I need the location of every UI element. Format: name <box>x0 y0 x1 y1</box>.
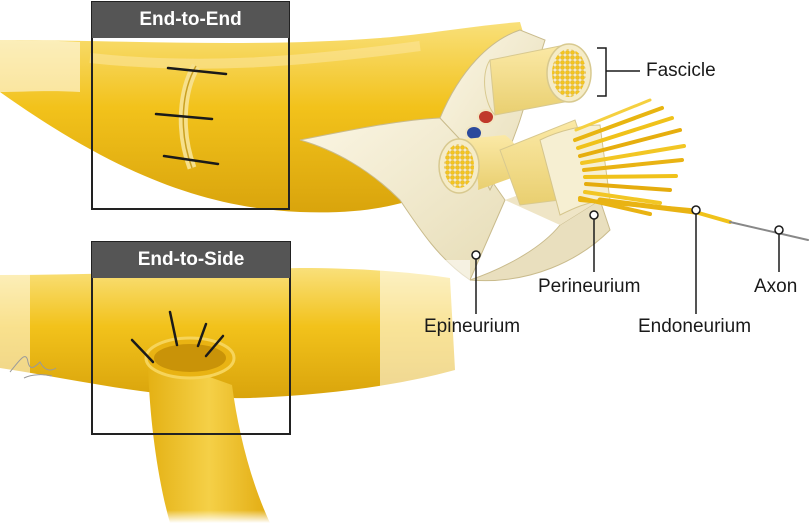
axon-fibers <box>573 98 809 241</box>
artist-signature <box>9 356 57 379</box>
epineurium-pointer <box>471 250 481 260</box>
axon-label: Axon <box>754 276 798 297</box>
fascicle-bracket <box>597 47 607 97</box>
end-to-end-title: End-to-End <box>92 2 289 38</box>
end-to-end-inset <box>91 1 290 210</box>
leader-dots <box>471 205 784 260</box>
suture-marks-side <box>130 310 225 364</box>
axon-pointer <box>774 225 784 235</box>
leader-lines <box>475 47 780 314</box>
epineurium-label: Epineurium <box>424 316 521 337</box>
endoneurium-pointer <box>691 205 701 215</box>
perineurium-label: Perineurium <box>538 276 641 297</box>
perineurium-pointer <box>589 210 599 220</box>
fascicle-label: Fascicle <box>646 60 716 81</box>
end-to-side-title: End-to-Side <box>92 242 290 278</box>
cut-fascicle-upper <box>484 43 592 116</box>
suture-marks <box>154 66 228 166</box>
end-to-side-nerve <box>0 260 470 410</box>
endoneurium-label: Endoneurium <box>638 316 752 337</box>
